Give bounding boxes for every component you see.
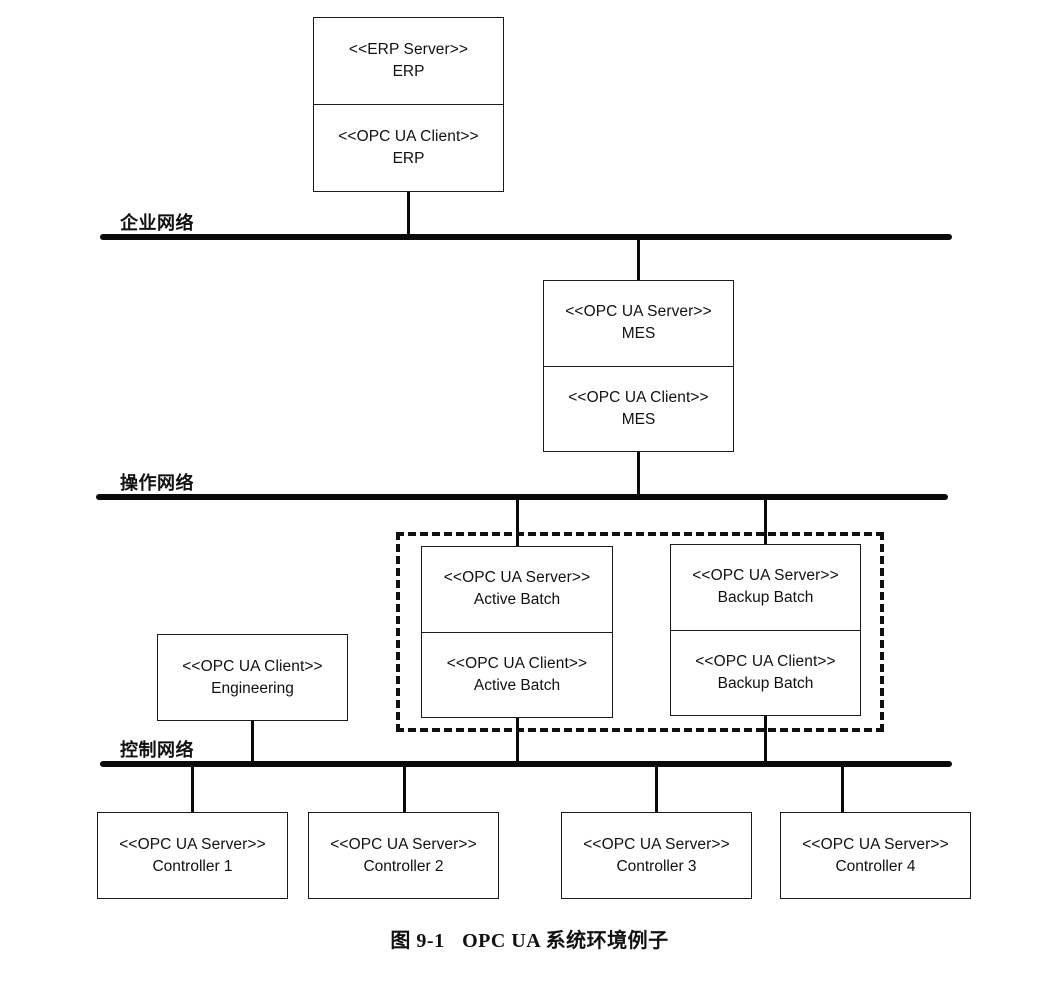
controller-3-node[interactable]: <<OPC UA Server>> Controller 3	[561, 812, 752, 899]
stereotype-label: <<OPC UA Server>>	[119, 835, 266, 853]
node-name: Backup Batch	[717, 674, 814, 692]
stereotype-label: <<OPC UA Client>>	[182, 657, 323, 675]
active-batch-top-connector	[516, 497, 519, 546]
controller-1-node[interactable]: <<OPC UA Server>> Controller 1	[97, 812, 288, 899]
controller-server-section: <<OPC UA Server>> Controller 2	[309, 813, 498, 898]
node-name: Backup Batch	[717, 589, 814, 607]
controller-1-connector	[191, 764, 194, 812]
operations-network-bus	[96, 494, 948, 500]
enterprise-network-bus	[100, 234, 952, 240]
controller-2-connector	[403, 764, 406, 812]
erp-client-section: <<OPC UA Client>> ERP	[314, 104, 503, 191]
stereotype-label: <<OPC UA Client>>	[446, 654, 588, 672]
node-name: Controller 2	[363, 857, 444, 875]
figure-caption: 图 9-1 OPC UA 系统环境例子	[0, 924, 1059, 953]
figure-number: 图 9-1	[390, 930, 445, 952]
controller-server-section: <<OPC UA Server>> Controller 1	[98, 813, 287, 898]
stereotype-label: <<OPC UA Server>>	[802, 835, 949, 853]
node-name: ERP	[392, 150, 425, 167]
control-network-label: 控制网络	[120, 740, 194, 761]
stereotype-label: <<OPC UA Server>>	[565, 303, 712, 321]
node-name: MES	[621, 325, 656, 343]
node-name: Engineering	[211, 679, 294, 697]
redundant-batch-group	[396, 532, 884, 732]
active-batch-bottom-connector	[516, 717, 519, 764]
controller-3-connector	[655, 764, 658, 812]
controller-4-connector	[841, 764, 844, 812]
backup-batch-node[interactable]: <<OPC UA Server>> Backup Batch <<OPC UA …	[670, 544, 861, 716]
engineering-connector	[251, 720, 254, 764]
operations-network-label: 操作网络	[120, 473, 194, 494]
backup-batch-server-section: <<OPC UA Server>> Backup Batch	[671, 545, 860, 630]
backup-batch-client-section: <<OPC UA Client>> Backup Batch	[671, 629, 860, 716]
node-name: Active Batch	[473, 676, 561, 694]
stereotype-label: <<OPC UA Server>>	[330, 835, 477, 853]
mes-bottom-connector	[637, 451, 640, 497]
active-batch-client-section: <<OPC UA Client>> Active Batch	[422, 631, 612, 718]
mes-node[interactable]: <<OPC UA Server>> MES <<OPC UA Client>> …	[543, 280, 734, 452]
controller-server-section: <<OPC UA Server>> Controller 4	[781, 813, 970, 898]
stereotype-label: <<OPC UA Client>>	[695, 652, 836, 670]
stereotype-label: <<OPC UA Server>>	[443, 569, 591, 587]
node-name: ERP	[392, 63, 425, 80]
stereotype-label: <<OPC UA Client>>	[338, 128, 479, 145]
mes-top-connector	[637, 237, 640, 280]
erp-node[interactable]: <<ERP Server>> ERP <<OPC UA Client>> ERP	[313, 17, 504, 192]
active-batch-server-section: <<OPC UA Server>> Active Batch	[422, 547, 612, 632]
controller-4-node[interactable]: <<OPC UA Server>> Controller 4	[780, 812, 971, 899]
stereotype-label: <<OPC UA Client>>	[568, 388, 709, 406]
control-network-bus	[100, 761, 952, 767]
node-name: Controller 4	[835, 857, 916, 875]
erp-server-section: <<ERP Server>> ERP	[314, 18, 503, 104]
engineering-client-section: <<OPC UA Client>> Engineering	[158, 635, 347, 720]
erp-connector	[407, 191, 410, 237]
stereotype-label: <<OPC UA Server>>	[583, 835, 730, 853]
backup-batch-top-connector	[764, 497, 767, 544]
stereotype-label: <<ERP Server>>	[348, 41, 469, 58]
figure-title: OPC UA 系统环境例子	[462, 930, 669, 952]
node-name: MES	[621, 410, 656, 428]
stereotype-label: <<OPC UA Server>>	[692, 567, 839, 585]
controller-2-node[interactable]: <<OPC UA Server>> Controller 2	[308, 812, 499, 899]
node-name: Controller 1	[152, 857, 233, 875]
mes-client-section: <<OPC UA Client>> MES	[544, 365, 733, 452]
active-batch-node[interactable]: <<OPC UA Server>> Active Batch <<OPC UA …	[421, 546, 613, 718]
node-name: Controller 3	[616, 857, 697, 875]
node-name: Active Batch	[473, 591, 561, 609]
controller-server-section: <<OPC UA Server>> Controller 3	[562, 813, 751, 898]
backup-batch-bottom-connector	[764, 715, 767, 764]
mes-server-section: <<OPC UA Server>> MES	[544, 281, 733, 366]
engineering-node[interactable]: <<OPC UA Client>> Engineering	[157, 634, 348, 721]
enterprise-network-label: 企业网络	[120, 213, 194, 234]
